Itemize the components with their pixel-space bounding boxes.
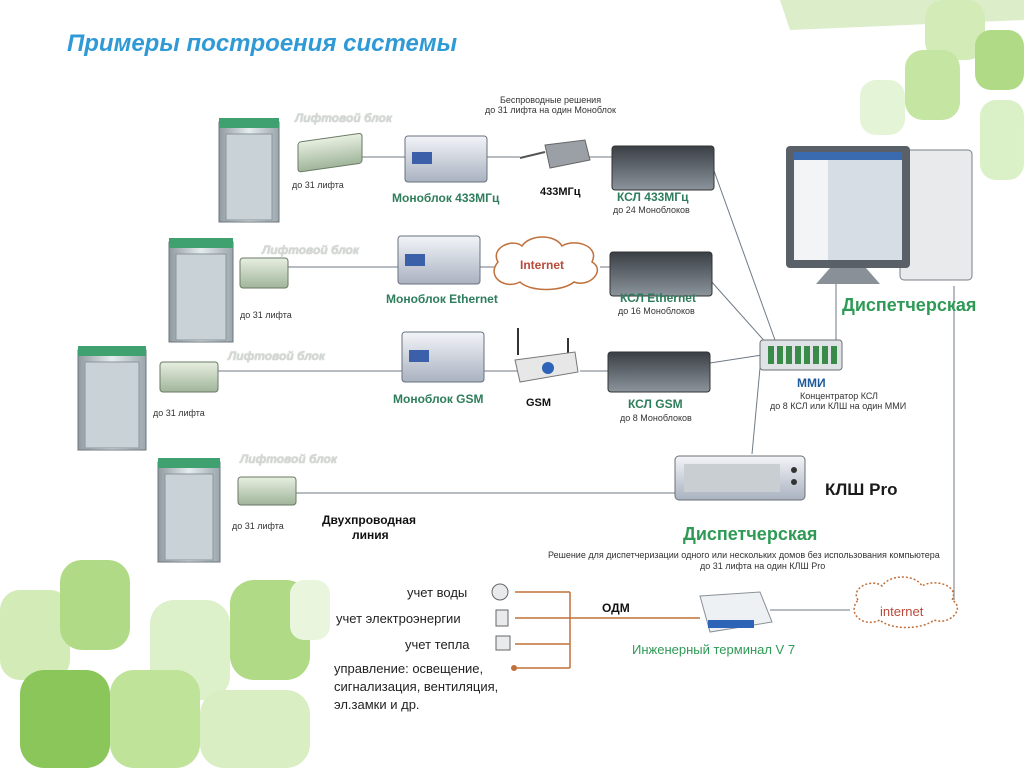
lift-block-2 xyxy=(239,257,289,289)
monoblock-ethernet xyxy=(397,235,481,285)
ksl-gsm xyxy=(607,351,711,393)
lift-count-4: до 31 лифта xyxy=(232,521,284,531)
terminal-label: Инженерный терминал V 7 xyxy=(632,642,796,657)
lift-count-1: до 31 лифта xyxy=(292,180,344,190)
two-wire-line-2: линия xyxy=(352,528,389,542)
klsh-pro-label: КЛШ Pro xyxy=(825,480,898,499)
monoblock-433 xyxy=(404,135,488,183)
meter-lines xyxy=(515,591,700,669)
lift-block-label-3: Лифтовой блок xyxy=(228,349,325,363)
dispatcher-pc-label: Диспетчерская xyxy=(842,295,977,315)
ksl-sub-2: до 16 Моноблоков xyxy=(618,306,695,316)
lift-count-2: до 31 лифта xyxy=(240,310,292,320)
ksl-sub-1: до 24 Моноблоков xyxy=(613,205,690,215)
control-line-3: эл.замки и др. xyxy=(334,697,420,712)
elevator-cabin-1 xyxy=(218,118,280,223)
mmi-note-2: до 8 КСЛ или КЛШ на один ММИ xyxy=(770,401,907,411)
elevator-cabin-4 xyxy=(157,458,221,563)
freq-label: 433МГц xyxy=(540,186,581,198)
meter-icons xyxy=(491,583,517,671)
internet-cloud-label-1: Internet xyxy=(520,258,565,272)
odm-label: ОДМ xyxy=(602,601,630,615)
meter-electricity: учет электроэнергии xyxy=(336,611,461,626)
control-line-1: управление: освещение, xyxy=(334,661,484,676)
mmi-device xyxy=(759,339,843,371)
decor-top-right xyxy=(780,0,1024,180)
meter-heat: учет тепла xyxy=(405,637,470,652)
internet-cloud-2 xyxy=(853,576,959,629)
monoblock-label-3: Моноблок GSM xyxy=(393,392,484,406)
lift-block-label-4: Лифтовой блок xyxy=(240,452,337,466)
meter-water: учет воды xyxy=(407,585,468,600)
antenna-433 xyxy=(519,139,591,169)
control-line-2: сигнализация, вентиляция, xyxy=(334,679,499,694)
lift-block-label-1: Лифтовой блок xyxy=(295,111,392,125)
solution-note-2: до 31 лифта на один КЛШ Pro xyxy=(700,561,826,571)
ksl-433 xyxy=(611,145,715,191)
ksl-ethernet xyxy=(609,251,713,297)
wireless-note-1: Беспроводные решения xyxy=(500,95,602,105)
monoblock-gsm xyxy=(401,331,485,383)
wireless-note-2: до 31 лифта на один Моноблок xyxy=(485,105,616,115)
elevator-cabin-3 xyxy=(77,346,147,451)
internet-cloud-1 xyxy=(493,236,599,291)
ksl-label-1: КСЛ 433МГц xyxy=(617,190,689,204)
connection-lines xyxy=(210,156,955,611)
elevator-cabin-2 xyxy=(168,238,234,343)
monoblock-label-2: Моноблок Ethernet xyxy=(386,292,498,306)
page-title: Примеры построения системы xyxy=(67,30,458,57)
lift-block-1 xyxy=(297,133,363,173)
dispatcher-pc xyxy=(786,146,973,284)
lift-block-3 xyxy=(159,361,219,393)
engineering-terminal xyxy=(699,591,773,633)
monoblock-label-1: Моноблок 433МГц xyxy=(392,191,500,205)
ksl-label-2: КСЛ Ethernet xyxy=(620,291,696,305)
mmi-note-1: Концентратор КСЛ xyxy=(800,391,878,401)
lift-block-label-2: Лифтовой блок xyxy=(262,243,359,257)
mmi-label: ММИ xyxy=(797,376,826,390)
dispatcher-2-label: Диспетчерская xyxy=(683,524,818,544)
decor-bottom-left xyxy=(0,560,330,768)
internet-cloud-label-2: internet xyxy=(880,604,924,619)
klsh-pro-device xyxy=(674,455,806,501)
gsm-label: GSM xyxy=(526,397,552,409)
two-wire-line-1: Двухпроводная xyxy=(322,513,416,527)
solution-note-1: Решение для диспетчеризации одного или н… xyxy=(548,550,940,560)
ksl-sub-3: до 8 Моноблоков xyxy=(620,413,692,423)
ksl-label-3: КСЛ GSM xyxy=(628,397,683,411)
lift-block-4 xyxy=(237,476,297,506)
lift-count-3: до 31 лифта xyxy=(153,408,205,418)
gsm-router xyxy=(514,328,579,383)
